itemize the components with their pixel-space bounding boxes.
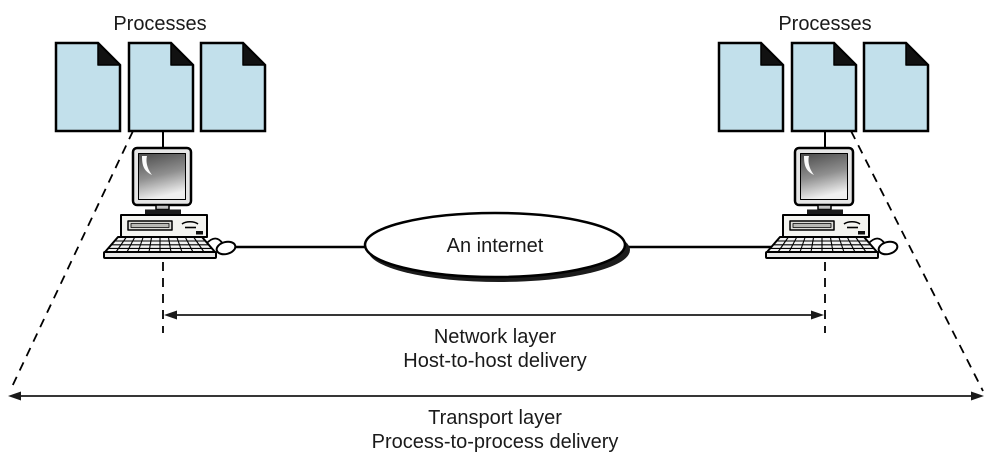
- internet-label: An internet: [446, 235, 544, 257]
- document-icon: [717, 41, 785, 133]
- desktop-pc-icon: [102, 146, 238, 260]
- internet-ellipse-icon: [363, 211, 630, 282]
- network-layer-caption: Network layer Host-to-host delivery: [295, 325, 695, 373]
- transport-layer-caption-line2: Process-to-process delivery: [371, 431, 619, 453]
- transport-layer-caption-line1: Transport layer: [428, 407, 562, 429]
- document-icon: [862, 41, 930, 133]
- document-icon: [199, 41, 267, 133]
- document-icon: [127, 41, 195, 133]
- document-icon: [54, 41, 122, 133]
- network-layer-caption-line2: Host-to-host delivery: [403, 350, 587, 372]
- processes-label-right: Processes: [778, 13, 872, 35]
- network-layer-caption-line1: Network layer: [433, 326, 557, 348]
- process-span-dashed-right: [850, 130, 984, 392]
- transport-layer-caption: Transport layer Process-to-process deliv…: [295, 406, 695, 454]
- processes-label-left: Processes: [113, 13, 207, 35]
- desktop-pc-icon: [764, 146, 900, 260]
- process-documents-right: [717, 41, 930, 133]
- document-icon: [790, 41, 858, 133]
- transport-layer-arrow: [8, 391, 984, 401]
- process-span-dashed-left: [9, 130, 134, 392]
- process-documents-left: [54, 41, 267, 133]
- network-layer-arrow: [164, 310, 824, 320]
